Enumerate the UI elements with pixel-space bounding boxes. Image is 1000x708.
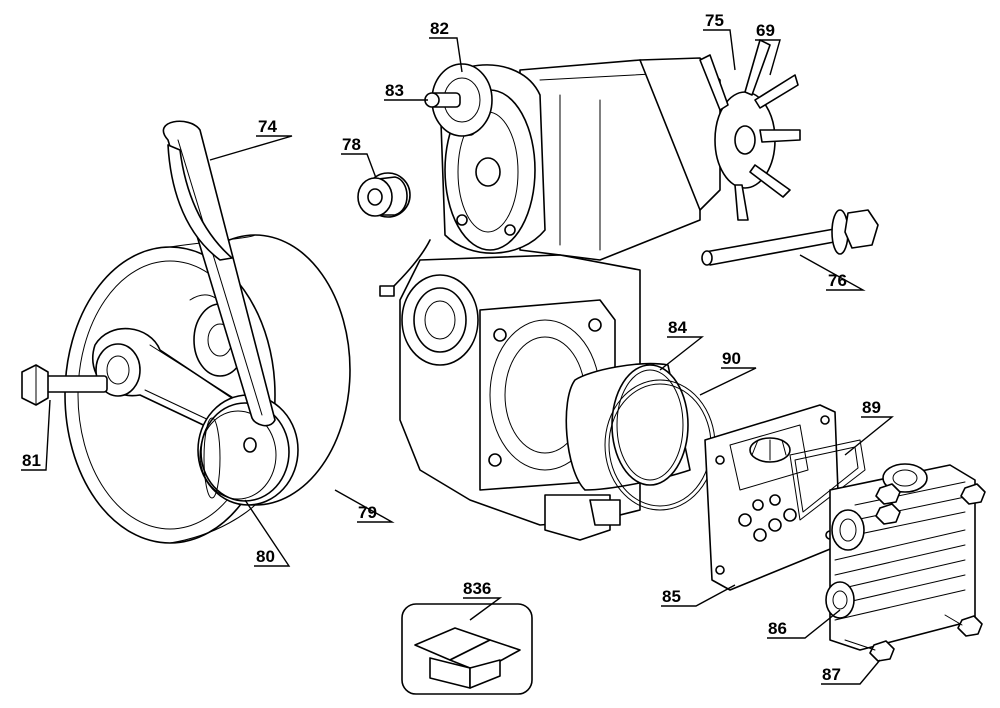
callout-89: 89 bbox=[862, 398, 881, 417]
callout-85: 85 bbox=[662, 587, 681, 606]
head-gasket bbox=[789, 439, 866, 521]
callout-81: 81 bbox=[22, 451, 41, 470]
bolt-76 bbox=[701, 209, 879, 266]
callout-87: 87 bbox=[822, 665, 841, 684]
callout-75: 75 bbox=[705, 11, 724, 30]
inset-part-836 bbox=[401, 603, 533, 695]
head-bolts bbox=[844, 483, 986, 662]
valve-plate bbox=[704, 404, 841, 591]
drive-belt bbox=[162, 120, 276, 427]
callout-83: 83 bbox=[385, 81, 404, 100]
callout-78: 78 bbox=[342, 135, 361, 154]
callout-86: 86 bbox=[768, 619, 787, 638]
callout-74: 74 bbox=[258, 117, 277, 136]
callout-836: 836 bbox=[463, 579, 491, 598]
motor-pulley bbox=[197, 394, 299, 506]
motor-assembly bbox=[379, 39, 801, 297]
callout-79: 79 bbox=[358, 503, 377, 522]
cylinder-head bbox=[825, 463, 986, 662]
cylinder-sleeve bbox=[565, 362, 691, 491]
bushing-78 bbox=[357, 172, 411, 218]
callout-84: 84 bbox=[668, 318, 687, 337]
leader-lines bbox=[21, 29, 894, 685]
callout-labels: 82 83 75 69 74 78 76 84 90 89 81 79 80 8… bbox=[22, 11, 881, 684]
callout-90: 90 bbox=[722, 349, 741, 368]
cooling-fan bbox=[699, 39, 801, 221]
bolt-81 bbox=[21, 364, 108, 406]
callout-69: 69 bbox=[756, 21, 775, 40]
callout-76: 76 bbox=[828, 271, 847, 290]
callout-80: 80 bbox=[256, 547, 275, 566]
callout-82: 82 bbox=[430, 19, 449, 38]
